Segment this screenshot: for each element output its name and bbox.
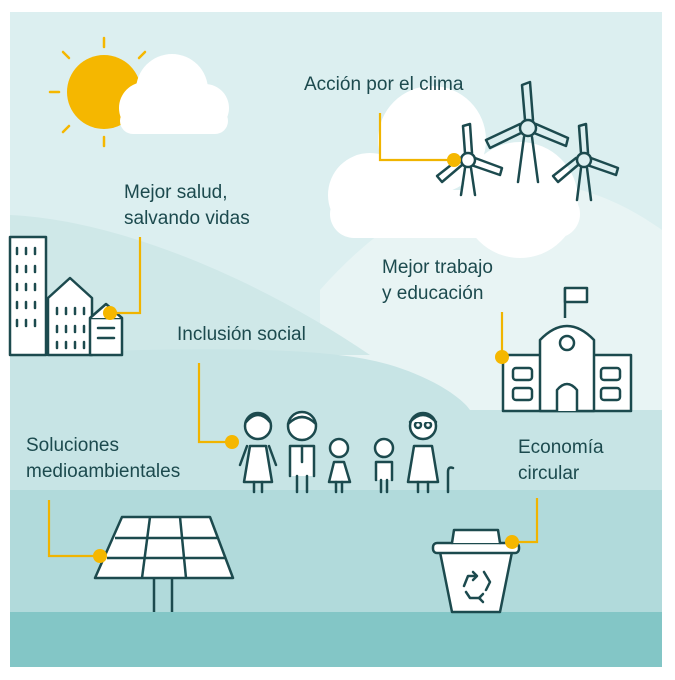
label-env-line1: Soluciones xyxy=(26,435,119,456)
label-better-work: Mejor trabajo y educación xyxy=(382,255,493,307)
ground-bottom xyxy=(10,612,662,667)
label-circular-line2: circular xyxy=(518,463,580,484)
label-health-line2: salvando vidas xyxy=(124,208,250,229)
connector-dots xyxy=(93,153,519,563)
label-better-health: Mejor salud, salvando vidas xyxy=(124,180,250,232)
cloud-icon xyxy=(119,54,229,134)
label-env-line2: medioambientales xyxy=(26,461,181,482)
label-circular-economy: Economía circular xyxy=(518,435,604,487)
buildings-icon xyxy=(8,235,124,357)
label-climate-text: Acción por el clima xyxy=(304,74,464,95)
building-windows xyxy=(15,246,116,350)
recycling-bin-icon xyxy=(431,528,521,614)
midground xyxy=(10,349,662,495)
label-health-line1: Mejor salud, xyxy=(124,182,228,203)
label-circular-line1: Economía xyxy=(518,437,604,458)
label-social-text: Inclusión social xyxy=(177,324,306,345)
school-icon xyxy=(501,286,633,413)
label-environmental-solutions: Soluciones medioambientales xyxy=(26,433,180,485)
label-work-line1: Mejor trabajo xyxy=(382,257,493,278)
label-climate-action: Acción por el clima xyxy=(304,72,463,98)
connector-lines xyxy=(47,113,539,558)
label-social-inclusion: Inclusión social xyxy=(177,322,306,348)
people-icon xyxy=(238,410,455,494)
label-work-line2: y educación xyxy=(382,283,484,304)
